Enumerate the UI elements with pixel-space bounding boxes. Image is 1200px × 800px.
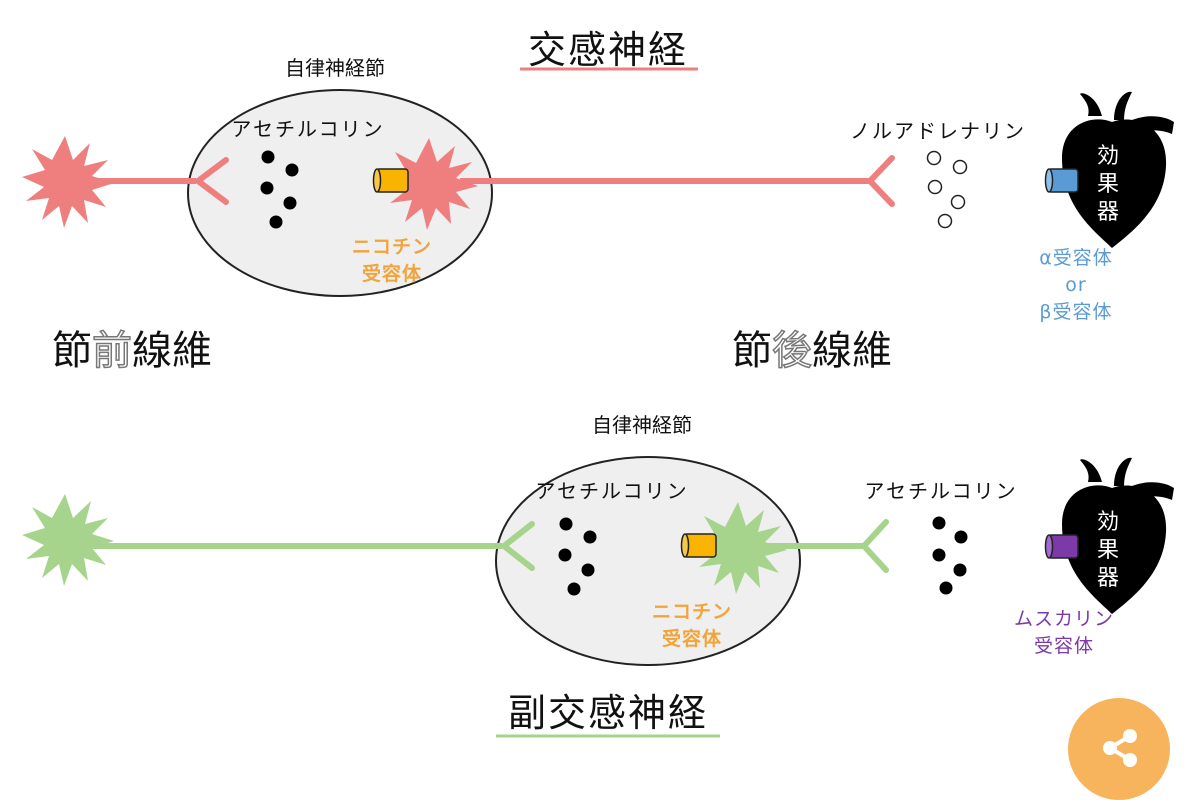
parasympathetic-pre-terminal [499,521,535,571]
sympathetic-post-cell-burst [386,138,478,230]
sympathetic-section: 交感神経 自律神経節 アセチルコリン ニコチン 受容体 ノルアドレナリン [22,28,1174,375]
parasympathetic-pre-transmitter: アセチルコリン [535,479,688,503]
sympathetic-ganglion [187,89,493,297]
sympathetic-nicotinic-label-2: 受容体 [362,262,422,285]
parasympathetic-nicotinic-label-2: 受容体 [662,627,722,650]
sympathetic-post-terminal [865,155,895,207]
effector-char-1: 効 [1097,144,1119,169]
parasympathetic-post-terminal [859,519,889,573]
preganglionic-fiber-label: 節前線維 [52,328,212,374]
parasympathetic-ganglion [495,456,801,666]
sympathetic-ganglion-label: 自律神経節 [285,56,385,80]
acetylcholine-dots [260,150,299,229]
parasympathetic-effector-char-2: 果 [1097,538,1119,563]
effector-char-2: 果 [1097,172,1119,197]
effector-char-3: 器 [1097,200,1119,225]
share-button[interactable] [1068,698,1170,800]
parasympathetic-post-acetylcholine-dots [932,516,968,595]
sympathetic-pre-terminal [193,157,229,205]
parasympathetic-effector-char-1: 効 [1097,510,1119,535]
share-icon [1103,729,1137,767]
parasympathetic-ganglion-label: 自律神経節 [592,413,692,437]
parasympathetic-post-cell-burst [695,502,787,594]
parasympathetic-effector-char-3: 器 [1097,566,1119,591]
parasympathetic-post-transmitter: アセチルコリン [864,479,1017,503]
sympathetic-stimulus-burst [22,136,114,228]
postganglionic-fiber-label: 節後線維 [732,328,892,374]
sympathetic-nicotinic-label-1: ニコチン [352,236,432,258]
parasympathetic-section: 自律神経節 アセチルコリン ニコチン 受容体 アセチルコリン 効 果 器 [22,413,1174,738]
muscarinic-label-1: ムスカリン [1014,608,1114,630]
parasympathetic-acetylcholine-dots [558,517,597,596]
autonomic-nerve-diagram: 交感神経 自律神経節 アセチルコリン ニコチン 受容体 ノルアドレナリン [22,28,1174,738]
parasympathetic-title: 副交感神経 [508,691,708,735]
noradrenaline-label: ノルアドレナリン [850,119,1026,143]
noradrenaline-dots [926,150,968,229]
alpha-receptor-label: α受容体 [1039,247,1113,269]
sympathetic-title: 交感神経 [528,28,688,72]
or-label: or [1065,274,1086,296]
parasympathetic-stimulus-burst [22,494,114,586]
beta-receptor-label: β受容体 [1039,301,1112,323]
muscarinic-label-2: 受容体 [1034,635,1094,657]
parasympathetic-nicotinic-label-1: ニコチン [652,601,732,623]
sympathetic-pre-transmitter: アセチルコリン [231,117,384,141]
